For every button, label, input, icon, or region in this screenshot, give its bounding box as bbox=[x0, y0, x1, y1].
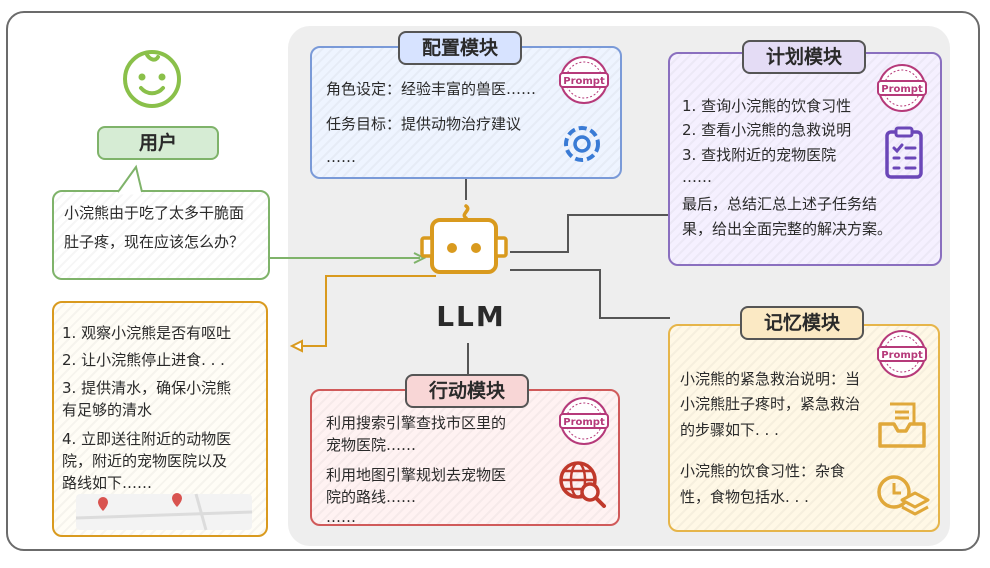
user-label: 用户 bbox=[97, 126, 219, 160]
robot-icon bbox=[420, 204, 508, 274]
prompt-badge-text: Prompt bbox=[563, 417, 605, 428]
gear-icon bbox=[564, 126, 600, 162]
plan-line-3: 3. 查找附近的宠物医院 bbox=[682, 146, 837, 164]
answer-line-4a: 4. 立即送往附近的动物医 bbox=[62, 430, 232, 448]
question-line-1: 小浣熊由于吃了太多干脆面 bbox=[64, 204, 245, 222]
globe-search-icon bbox=[559, 461, 606, 508]
prompt-badge-icon: Prompt bbox=[877, 330, 927, 378]
memory-line-3: 的步骤如下. . . bbox=[680, 421, 779, 439]
action-line-4: 院的路线…… bbox=[326, 488, 417, 506]
baby-face-icon bbox=[123, 50, 181, 108]
prompt-badge-icon: Prompt bbox=[559, 397, 609, 445]
action-module-title: 行动模块 bbox=[405, 374, 529, 408]
llm-label: LLM bbox=[436, 300, 506, 333]
prompt-badge-icon: Prompt bbox=[877, 64, 927, 112]
prompt-badge-icon: Prompt bbox=[559, 56, 609, 104]
plan-line-2: 2. 查看小浣熊的急救说明 bbox=[682, 121, 852, 139]
bubble-tail bbox=[117, 164, 143, 195]
arrow-head-answer bbox=[289, 339, 303, 353]
inbox-document-icon bbox=[878, 402, 926, 448]
config-line-1: 角色设定：经验丰富的兽医…… bbox=[326, 80, 537, 98]
memory-module-title: 记忆模块 bbox=[740, 306, 864, 340]
memory-line-4: 小浣熊的饮食习性：杂食 bbox=[680, 462, 846, 480]
action-line-3: 利用地图引擎规划去宠物医 bbox=[326, 466, 507, 484]
memory-line-2: 小浣熊肚子疼时，紧急救治 bbox=[680, 395, 861, 413]
answer-line-3a: 3. 提供清水，确保小浣熊 bbox=[62, 379, 232, 397]
config-line-3: …… bbox=[326, 148, 356, 166]
plan-line-4: …… bbox=[682, 168, 712, 186]
plan-line-5: 最后，总结汇总上述子任务结 bbox=[682, 195, 878, 213]
action-line-5: …… bbox=[326, 508, 356, 526]
memory-line-5: 性，食物包括水. . . bbox=[680, 488, 809, 506]
config-line-2: 任务目标：提供动物治疗建议 bbox=[326, 115, 522, 133]
question-line-2: 肚子疼，现在应该怎么办？ bbox=[64, 233, 245, 251]
action-line-1: 利用搜索引擎查找市区里的 bbox=[326, 414, 507, 432]
answer-line-1: 1. 观察小浣熊是否有呕吐 bbox=[62, 324, 232, 342]
clipboard-checklist-icon bbox=[885, 126, 923, 179]
user-question-bubble bbox=[52, 190, 270, 280]
config-module-title: 配置模块 bbox=[398, 31, 522, 65]
answer-line-2: 2. 让小浣熊停止进食. . . bbox=[62, 351, 225, 369]
answer-line-4b: 院，附近的宠物医院以及 bbox=[62, 452, 228, 470]
answer-line-4c: 路线如下…… bbox=[62, 474, 153, 492]
answer-line-3b: 有足够的清水 bbox=[62, 401, 153, 419]
prompt-badge-text: Prompt bbox=[881, 84, 923, 95]
prompt-badge-text: Prompt bbox=[881, 350, 923, 361]
arrow-head-llm bbox=[413, 252, 427, 264]
plan-module-title: 计划模块 bbox=[742, 40, 866, 74]
memory-line-1: 小浣熊的紧急救治说明：当 bbox=[680, 370, 861, 388]
connector-llm-answer bbox=[294, 275, 436, 347]
plan-line-6: 果，给出全面完整的解决方案。 bbox=[682, 220, 893, 238]
prompt-badge-text: Prompt bbox=[563, 76, 605, 87]
connector-plan-llm bbox=[510, 214, 670, 253]
clock-layers-icon bbox=[877, 475, 930, 516]
map-thumbnail bbox=[75, 493, 253, 531]
map-pin-icon bbox=[75, 493, 253, 531]
action-line-2: 宠物医院…… bbox=[326, 436, 417, 454]
connector-memory-llm bbox=[510, 269, 670, 319]
plan-line-1: 1. 查询小浣熊的饮食习性 bbox=[682, 97, 852, 115]
